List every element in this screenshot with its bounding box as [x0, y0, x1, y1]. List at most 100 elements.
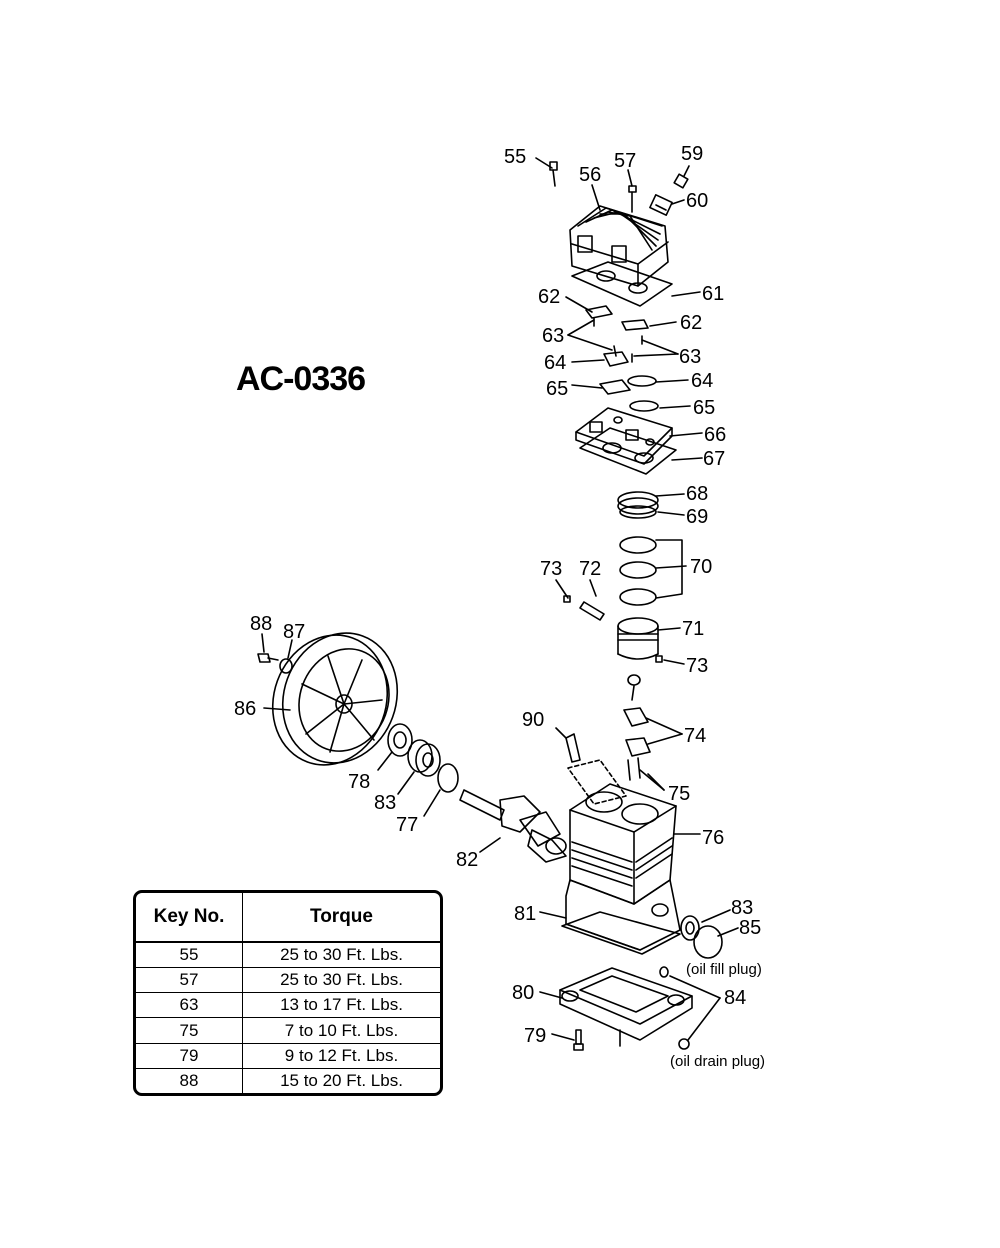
callout-63a: 63: [542, 325, 564, 347]
callout-61: 61: [702, 283, 724, 305]
fitting-59: [673, 165, 690, 189]
screws-63: [567, 317, 679, 363]
torque-cell: 7 to 10 Ft. Lbs.: [242, 1017, 440, 1044]
crankshaft-82: [459, 789, 567, 863]
pin-clip-73: [655, 655, 685, 665]
bolt-79: [551, 1029, 584, 1051]
callout-65b: 65: [693, 397, 715, 419]
callout-55: 55: [504, 146, 526, 168]
key-no-cell: 55: [136, 942, 243, 969]
callout-72: 72: [579, 558, 601, 580]
plugs-84: [659, 966, 721, 1050]
callout-71: 71: [682, 618, 704, 640]
torque-cell: 15 to 20 Ft. Lbs.: [280, 1070, 403, 1090]
torque-cell: 9 to 12 Ft. Lbs.: [242, 1043, 440, 1069]
table-row: 55 25 to 30 Ft. Lbs.: [136, 942, 440, 969]
fitting-60: [649, 194, 685, 216]
callout-84: 84: [724, 987, 746, 1009]
callout-83a: 83: [374, 792, 396, 814]
rod-bolts-75: [627, 757, 665, 791]
reed-valve-62: [565, 296, 677, 331]
key-no-cell: 79: [136, 1043, 243, 1069]
callout-56: 56: [579, 164, 601, 186]
key-no-cell: 63: [136, 992, 243, 1019]
connecting-rod-74: [623, 674, 683, 757]
ring-69: [619, 505, 685, 519]
note-oil-drain-plug: (oil drain plug): [670, 1053, 765, 1070]
callout-87: 87: [283, 621, 305, 643]
callout-63b: 63: [679, 346, 701, 368]
callout-75: 75: [668, 783, 690, 805]
header-torque: Torque: [242, 893, 440, 943]
key-no-cell: 75: [136, 1017, 243, 1044]
callout-68: 68: [686, 483, 708, 505]
callout-70: 70: [690, 556, 712, 578]
cylinder-sleeve-68: [617, 491, 685, 515]
callout-83b: 83: [731, 897, 753, 919]
callout-77: 77: [396, 814, 418, 836]
callout-66: 66: [704, 424, 726, 446]
table-row: 57 25 to 30 Ft. Lbs.: [136, 967, 440, 994]
piston-71: [617, 617, 681, 660]
oring-77: [423, 763, 459, 817]
valve-64: [571, 351, 689, 387]
torque-cell: 25 to 30 Ft. Lbs.: [242, 942, 440, 969]
base-plate-80: [539, 967, 693, 1047]
bolt-57: [627, 169, 637, 213]
flywheel-86: [263, 632, 399, 766]
callout-85: 85: [739, 917, 761, 939]
callout-81: 81: [514, 903, 536, 925]
table-row: 79 9 to 12 Ft. Lbs.: [136, 1043, 440, 1069]
washer-87: [279, 639, 293, 674]
callout-90: 90: [522, 709, 544, 731]
torque-table: Key No. Torque 55 25 to 30 Ft. Lbs. 57 2…: [133, 890, 443, 1096]
table-row: 75 7 to 10 Ft. Lbs.: [136, 1017, 440, 1044]
bearing-83: [397, 739, 441, 795]
callout-62a: 62: [538, 286, 560, 308]
torque-cell: 25 to 30 Ft. Lbs.: [242, 967, 440, 994]
table-row: 88 15 to 20 Ft. Lbs.: [136, 1068, 440, 1093]
callout-80: 80: [512, 982, 534, 1004]
wrist-pin-72: [555, 579, 605, 621]
head-gasket-61: [571, 261, 701, 307]
valve-65: [571, 379, 691, 412]
bolt-88: [257, 633, 279, 663]
note-oil-fill-plug: (oil fill plug): [686, 961, 762, 978]
cylinder-head-56: [569, 184, 669, 287]
callout-69: 69: [686, 506, 708, 528]
bolt-55: [535, 157, 558, 187]
callout-86: 86: [234, 698, 256, 720]
callout-73a: 73: [540, 558, 562, 580]
callout-59: 59: [681, 143, 703, 165]
callout-57: 57: [614, 150, 636, 172]
key-no-cell: 57: [136, 967, 243, 994]
callout-64a: 64: [544, 352, 566, 374]
diagram-title: AC-0336: [236, 360, 366, 398]
callout-60: 60: [686, 190, 708, 212]
cover-85: [693, 925, 739, 959]
callout-64b: 64: [691, 370, 713, 392]
valve-plate-gasket-67: [579, 427, 703, 475]
base-gasket: [561, 911, 681, 955]
table-row: 63 13 to 17 Ft. Lbs.: [136, 992, 440, 1019]
seal-83b: [680, 909, 731, 941]
callout-67: 67: [703, 448, 725, 470]
callout-65a: 65: [546, 378, 568, 400]
callout-76: 76: [702, 827, 724, 849]
key-no-cell: 88: [136, 1068, 243, 1093]
callout-88: 88: [250, 613, 272, 635]
torque-cell: 13 to 17 Ft. Lbs.: [242, 992, 440, 1019]
piston-rings-70: [619, 536, 687, 606]
callout-82: 82: [456, 849, 478, 871]
callout-79: 79: [524, 1025, 546, 1047]
callout-74: 74: [684, 725, 706, 747]
torque-table-header-row: Key No. Torque: [136, 893, 440, 943]
dipstick-90: [555, 727, 627, 805]
valve-plate-66: [575, 407, 703, 465]
crankcase-81: [539, 879, 681, 951]
header-key-no: Key No.: [136, 893, 243, 943]
callout-78: 78: [348, 771, 370, 793]
bearing-78: [377, 723, 413, 771]
callout-62b: 62: [680, 312, 702, 334]
